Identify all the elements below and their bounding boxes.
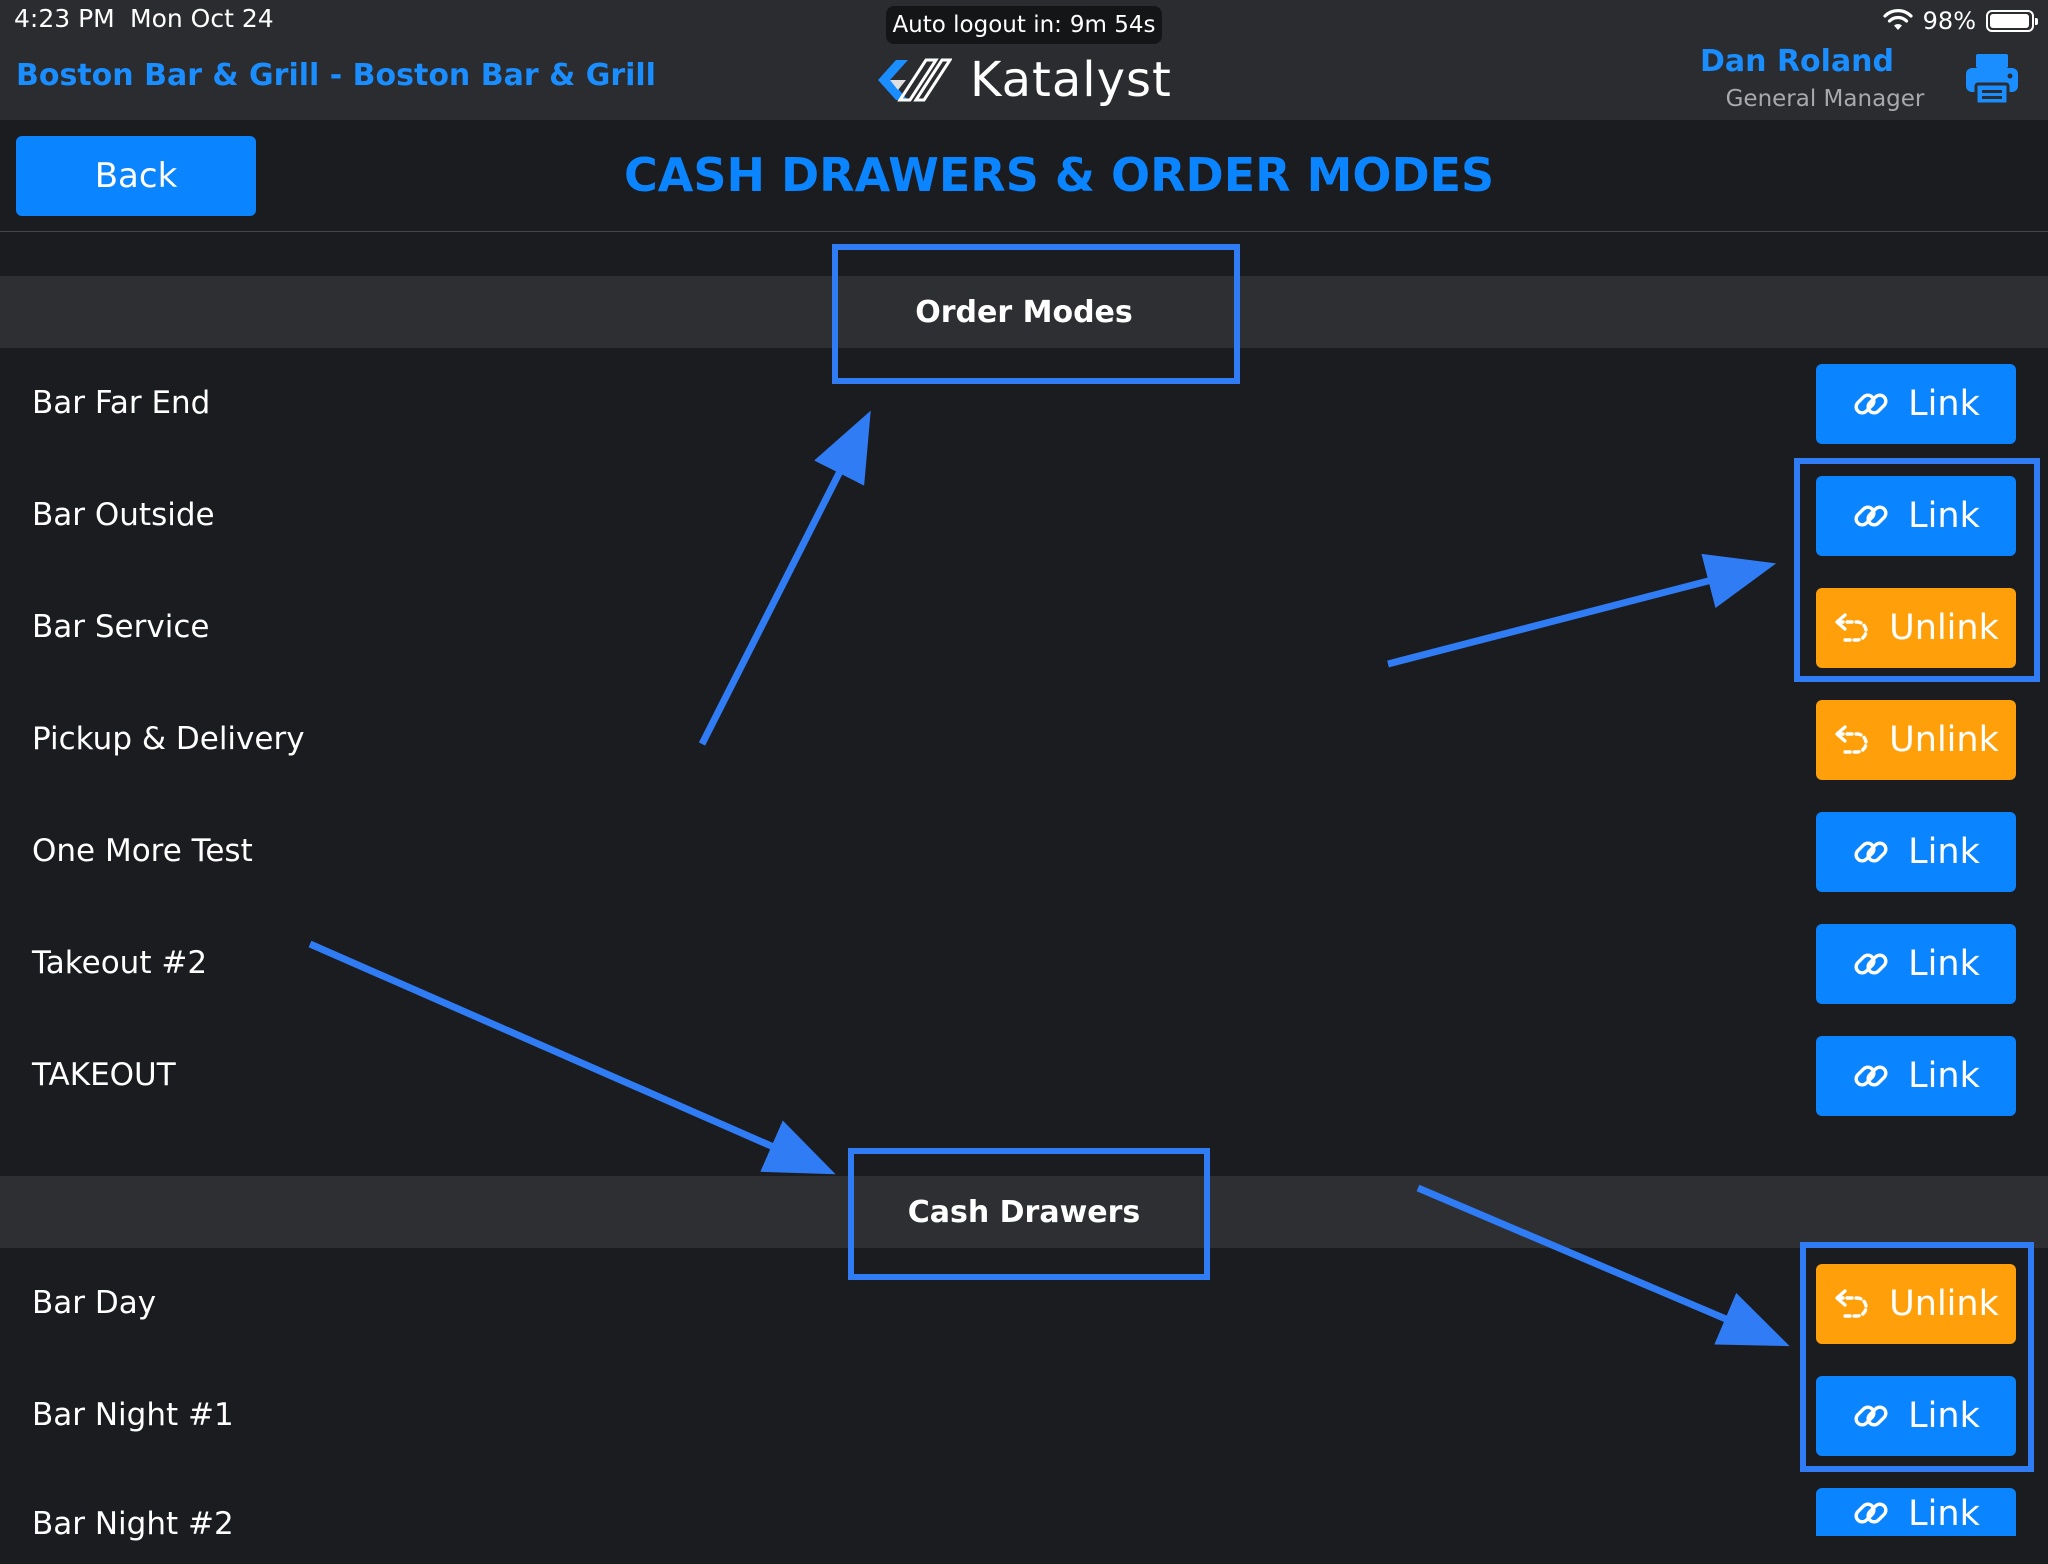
annotation-arrow	[1387, 553, 1777, 668]
back-button[interactable]: Back	[16, 136, 256, 216]
brand-logo: Katalyst	[876, 50, 1172, 110]
link-button[interactable]: Link	[1816, 1488, 2016, 1536]
link-button[interactable]: Link	[1816, 364, 2016, 444]
order-mode-label: Bar Service	[32, 609, 210, 645]
printer-icon[interactable]	[1964, 52, 2020, 106]
page-title: CASH DRAWERS & ORDER MODES	[624, 148, 1495, 202]
annotation-arrow	[698, 410, 871, 746]
battery-percent: 98%	[1922, 7, 1976, 35]
order-mode-label: Bar Far End	[32, 385, 211, 421]
title-row: Back CASH DRAWERS & ORDER MODES	[0, 120, 2048, 232]
location-name[interactable]: Boston Bar & Grill - Boston Bar & Grill	[16, 58, 656, 93]
unlink-icon	[1835, 613, 1868, 642]
section-header-cash-drawers: Cash Drawers	[0, 1176, 2048, 1248]
link-button[interactable]: Link	[1816, 1036, 2016, 1116]
link-icon	[1854, 953, 1888, 975]
link-icon	[1854, 505, 1888, 527]
action-button-label: Link	[1908, 944, 1980, 984]
status-time: 4:23 PM	[14, 4, 115, 33]
brand-name: Katalyst	[970, 52, 1172, 108]
unlink-icon	[1835, 725, 1868, 754]
cash-drawer-label: Bar Day	[32, 1285, 157, 1321]
katalyst-logo-icon	[878, 58, 952, 102]
action-button-label: Link	[1908, 384, 1980, 424]
action-button-label: Link	[1908, 832, 1980, 872]
link-button[interactable]: Link	[1816, 924, 2016, 1004]
action-button-label: Unlink	[1889, 720, 1999, 760]
link-button[interactable]: Link	[1816, 812, 2016, 892]
order-mode-label: One More Test	[32, 833, 253, 869]
action-button-label: Unlink	[1889, 608, 1999, 648]
link-icon	[1854, 1405, 1888, 1427]
order-mode-label: Pickup & Delivery	[32, 721, 305, 757]
unlink-button[interactable]: Unlink	[1816, 1264, 2016, 1344]
action-button-label: Unlink	[1889, 1284, 1999, 1324]
link-icon	[1854, 1502, 1888, 1524]
order-mode-label: TAKEOUT	[32, 1057, 176, 1093]
action-button-label: Link	[1908, 496, 1980, 536]
order-mode-label: Takeout #2	[32, 945, 208, 981]
auto-logout-label: Auto logout in:	[892, 12, 1062, 38]
annotation-arrow	[308, 940, 836, 1175]
cash-drawer-label: Bar Night #2	[32, 1506, 234, 1542]
user-role: General Manager	[1725, 86, 1925, 112]
order-mode-label: Bar Outside	[32, 497, 215, 533]
auto-logout-value: 9m 54s	[1069, 12, 1156, 38]
link-icon	[1854, 841, 1888, 863]
section-header-order-modes: Order Modes	[0, 276, 2048, 348]
user-name[interactable]: Dan Roland	[1700, 44, 1895, 79]
unlink-icon	[1835, 1289, 1868, 1318]
action-button-label: Link	[1908, 1056, 1980, 1096]
action-button-label: Link	[1908, 1494, 1980, 1534]
status-date: Mon Oct 24	[130, 4, 274, 33]
unlink-button[interactable]: Unlink	[1816, 588, 2016, 668]
battery-icon	[1986, 10, 2038, 32]
action-button-label: Link	[1908, 1396, 1980, 1436]
unlink-button[interactable]: Unlink	[1816, 700, 2016, 780]
link-button[interactable]: Link	[1816, 476, 2016, 556]
auto-logout-badge: Auto logout in: 9m 54s	[886, 6, 1162, 44]
cash-drawer-label: Bar Night #1	[32, 1397, 234, 1433]
link-icon	[1854, 1065, 1888, 1087]
link-button[interactable]: Link	[1816, 1376, 2016, 1456]
link-icon	[1854, 393, 1888, 415]
status-indicators: 98%	[1883, 4, 2038, 38]
wifi-icon	[1883, 9, 1913, 30]
